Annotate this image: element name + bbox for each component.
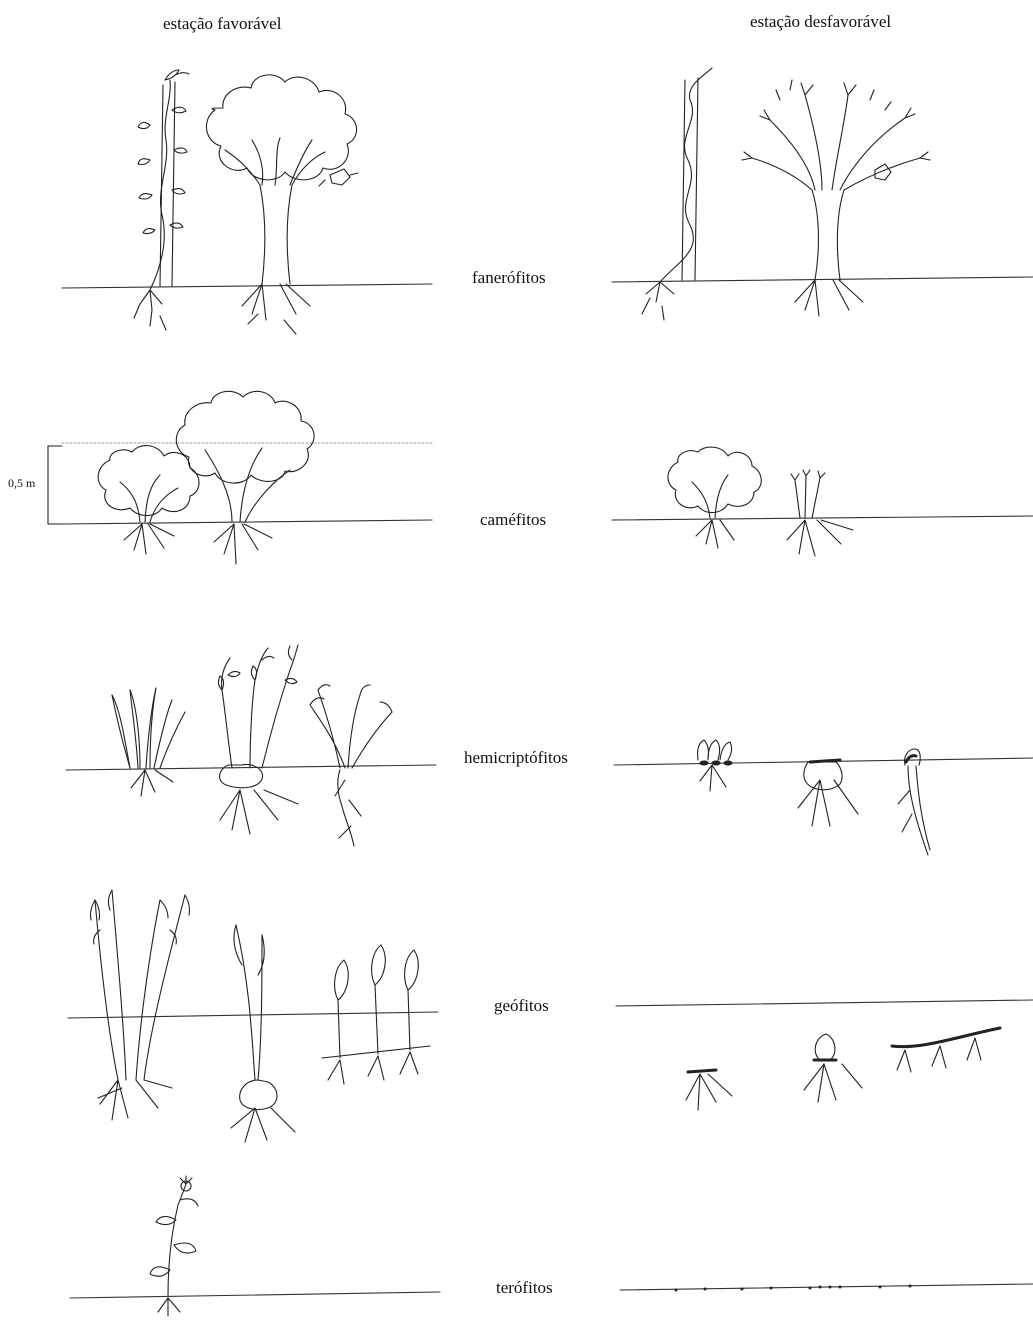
tall-herb-favorable — [218, 645, 298, 834]
ground-line-terofitos-left — [70, 1292, 440, 1298]
scale-bar — [48, 443, 432, 524]
annual-plant-favorable — [150, 1176, 198, 1316]
ground-line-camefitos-right — [612, 516, 1033, 520]
large-shrub-favorable — [176, 391, 314, 564]
ground-line-camefitos-left — [62, 520, 432, 524]
bulb-plant-geofitos-favorable — [231, 925, 295, 1142]
ground-line-geofitos-right — [616, 1000, 1033, 1006]
bare-stems-unfavorable — [787, 470, 853, 556]
taproot-hemicriptofitos-unfavorable — [898, 749, 930, 855]
creeping-rhizome-geofitos-unfavorable — [892, 1028, 1000, 1072]
vine-favorable — [134, 70, 189, 330]
ground-line-geofitos-left — [68, 1012, 438, 1018]
ground-line-fanerofitos-right — [612, 277, 1033, 282]
small-shrub-unfavorable — [668, 447, 761, 548]
rhizome-plants-geofitos-favorable — [322, 945, 430, 1084]
crown-hemicriptofitos-unfavorable — [798, 760, 858, 826]
bulb-geofitos-unfavorable — [804, 1034, 862, 1102]
ground-line-fanerofitos-left — [62, 284, 432, 288]
tree-favorable — [206, 75, 358, 334]
buds-hemicriptofitos-unfavorable — [698, 740, 732, 791]
ground-line-terofitos-right — [620, 1284, 1033, 1290]
rhizome-geofitos-unfavorable — [686, 1070, 732, 1110]
ground-line-hemicriptofitos-left — [66, 765, 436, 770]
small-shrub-favorable — [98, 446, 199, 554]
rosette-grass-favorable — [112, 688, 185, 796]
grass-clump-geofitos-favorable — [91, 890, 190, 1120]
vine-unfavorable — [642, 68, 712, 320]
